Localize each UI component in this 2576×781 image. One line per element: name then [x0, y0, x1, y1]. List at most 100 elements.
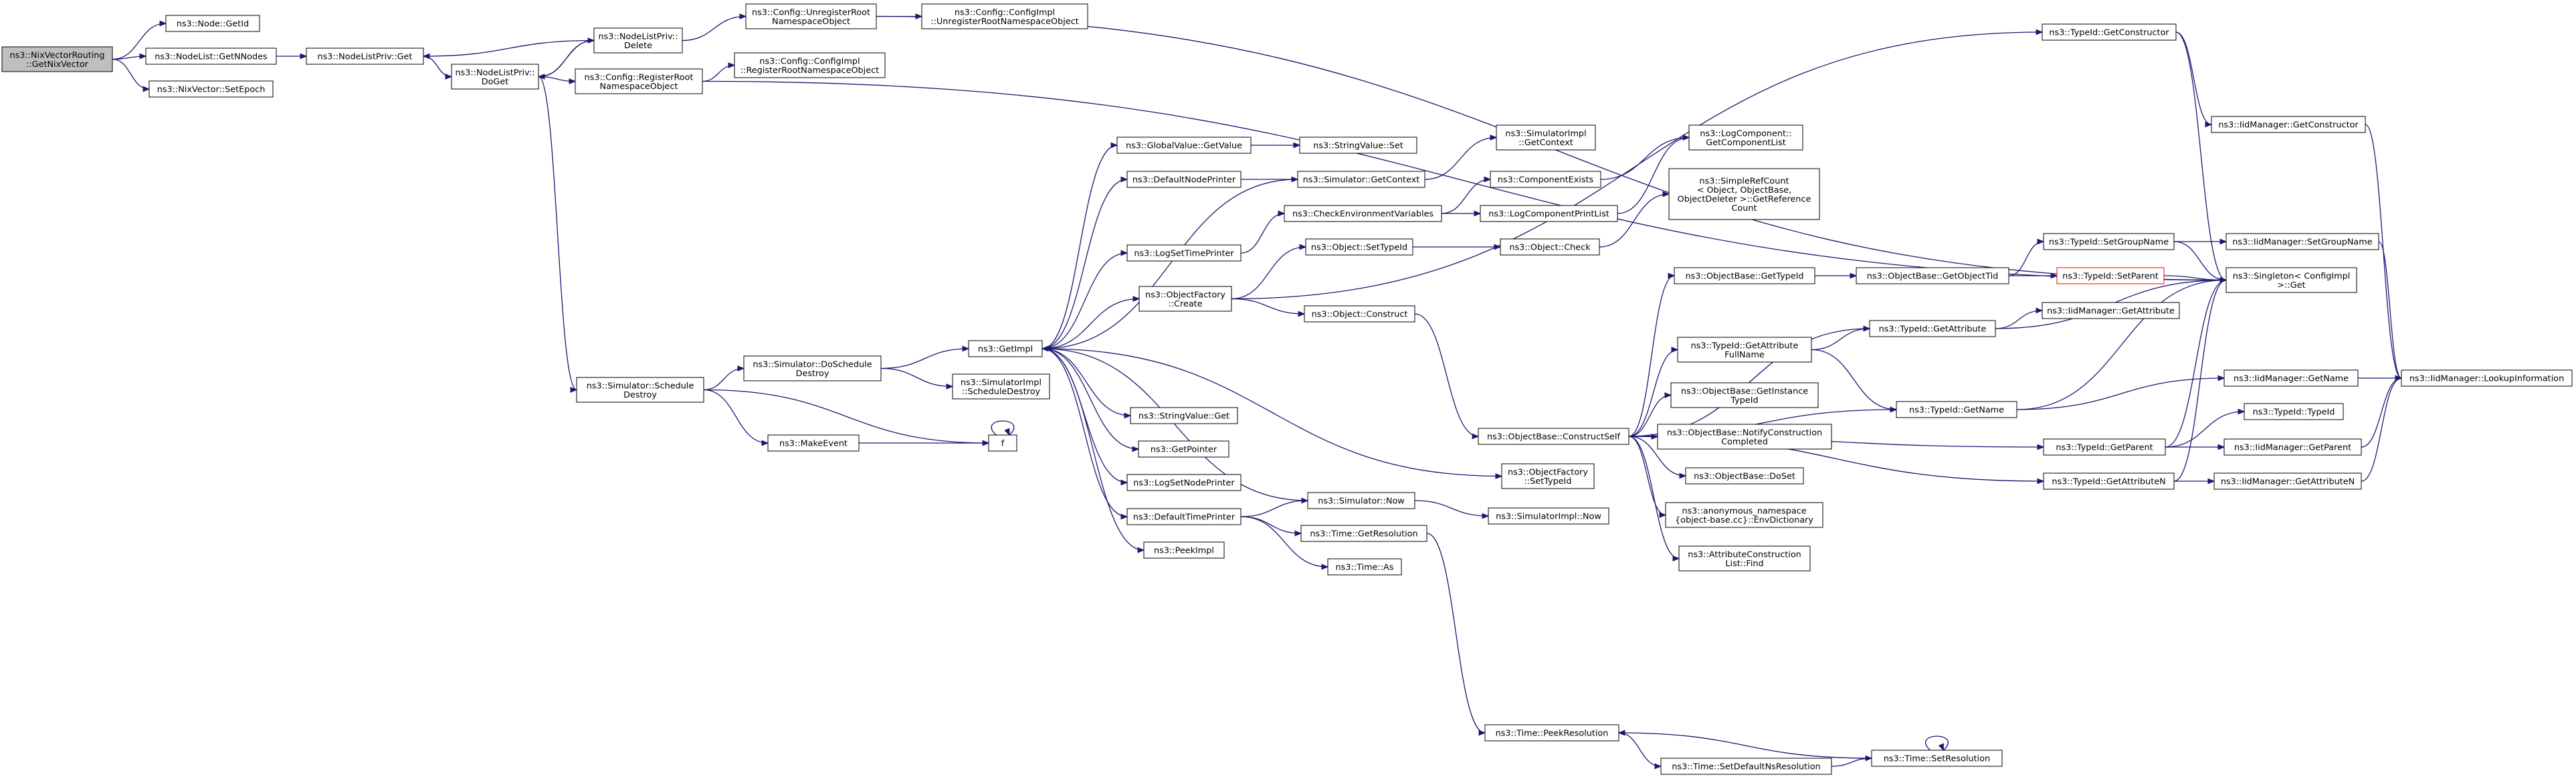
node-tidgetname[interactable]: ns3::TypeId::GetName [1896, 401, 2017, 418]
call-edge-n_getimpl-to-n_deftimeprinter [1042, 348, 1128, 520]
call-edge-n_tidgetname-to-n_iidgetname [2016, 375, 2225, 410]
call-edge-n_nlpdoget-to-n_simschedule [538, 76, 578, 393]
node-nlpdoget[interactable]: ns3::NodeListPriv::DoGet [451, 64, 539, 90]
call-edge-n_obgettypeid-to-n_obgetobjtid [1815, 272, 1858, 279]
node-logcompprint[interactable]: ns3::LogComponentPrintList [1480, 205, 1618, 222]
node-label-line: ns3::IidManager::GetAttributeN [2221, 477, 2355, 487]
node-nlpdelete[interactable]: ns3::NodeListPriv::Delete [593, 27, 683, 54]
node-label-line: ns3::ObjectFactory [1145, 290, 1225, 300]
node-cfgreg[interactable]: ns3::Config::RegisterRootNamespaceObject [575, 68, 703, 94]
node-timesetdefns[interactable]: ns3::Time::SetDefaultNsResolution [1660, 758, 1832, 775]
node-strvalueget[interactable]: ns3::StringValue::Get [1130, 407, 1238, 424]
node-label-line: ns3::LogSetNodePrinter [1133, 479, 1235, 489]
node-label-line: ::ScheduleDestroy [962, 387, 1041, 397]
node-f[interactable]: f [988, 434, 1017, 452]
node-label-line: NamespaceObject [600, 82, 678, 92]
node-obnotify[interactable]: ns3::ObjectBase::NotifyConstructionCompl… [1657, 424, 1832, 450]
node-gvgetvalue[interactable]: ns3::GlobalValue::GetValue [1116, 137, 1252, 154]
node-cfgunreg[interactable]: ns3::Config::UnregisterRootNamespaceObje… [745, 3, 877, 29]
node-label-line: ns3::SimpleRefCount [1700, 176, 1789, 186]
node-getpointer[interactable]: ns3::GetPointer [1138, 440, 1229, 458]
node-logcompget[interactable]: ns3::LogComponent::GetComponentList [1688, 124, 1803, 151]
node-getimpl[interactable]: ns3::GetImpl [968, 340, 1043, 357]
node-makeevent[interactable]: ns3::MakeEvent [767, 434, 860, 452]
node-timegetres[interactable]: ns3::Time::GetResolution [1300, 525, 1427, 542]
node-tidgetattr[interactable]: ns3::TypeId::GetAttribute [1869, 320, 1996, 337]
node-timesetres[interactable]: ns3::Time::SetResolution [1871, 750, 2003, 767]
call-edge-n_getimpl-to-n_objfactsettid [1042, 348, 1503, 479]
node-tidgetgroup[interactable]: ns3::TypeId::SetGroupName [2043, 233, 2175, 250]
node-nlpget[interactable]: ns3::NodeListPriv::Get [306, 48, 424, 65]
node-obdoset[interactable]: ns3::ObjectBase::DoSet [1685, 467, 1804, 485]
node-nixsetepoch[interactable]: ns3::NixVector::SetEpoch [148, 80, 274, 98]
node-tidgetparent[interactable]: ns3::TypeId::GetParent [2043, 438, 2166, 456]
node-tidtypeid[interactable]: ns3::TypeId::TypeId [2244, 403, 2344, 420]
node-iidlookup[interactable]: ns3::IidManager::LookupInformation [2401, 369, 2573, 387]
node-obgetobjtid[interactable]: ns3::ObjectBase::GetObjectTid [1856, 267, 2009, 284]
call-edge-n_objfactcreate-to-n_objsettypeid [1231, 244, 1307, 300]
node-obgettypeid[interactable]: ns3::ObjectBase::GetTypeId [1674, 267, 1815, 284]
call-edge-n_getimpl-to-n_gvgetvalue [1042, 142, 1118, 349]
node-label-line: ns3::NixVector::SetEpoch [157, 85, 266, 95]
call-edge-n_simnow-to-n_simimplnow [1414, 500, 1490, 519]
node-label-line: ns3::TypeId::TypeId [2253, 408, 2335, 418]
node-simschedule[interactable]: ns3::Simulator::ScheduleDestroy [576, 377, 704, 403]
node-simplerefcount[interactable]: ns3::SimpleRefCount< Object, ObjectBase,… [1668, 168, 1820, 220]
node-label-line: ns3::Object::SetTypeId [1311, 243, 1407, 253]
node-timepeekres[interactable]: ns3::Time::PeekResolution [1484, 724, 1619, 742]
node-iidgetattrn[interactable]: ns3::IidManager::GetAttributeN [2213, 472, 2362, 490]
node-label-line: ns3::ComponentExists [1498, 175, 1594, 185]
node-label-line: ns3::TypeId::GetAttribute [1879, 325, 1987, 335]
node-simnow[interactable]: ns3::Simulator::Now [1307, 492, 1415, 509]
node-compexists[interactable]: ns3::ComponentExists [1490, 171, 1601, 188]
node-iidgetconstructor[interactable]: ns3::IidManager::GetConstructor [2211, 116, 2366, 133]
node-logsettime[interactable]: ns3::LogSetTimePrinter [1126, 244, 1242, 262]
node-singleton[interactable]: ns3::Singleton< ConfigImpl >::Get [2225, 267, 2357, 293]
node-logsetnode[interactable]: ns3::LogSetNodePrinter [1126, 474, 1242, 491]
node-label-line: ns3::Config::UnregisterRoot [752, 7, 870, 17]
node-simimplnow[interactable]: ns3::SimulatorImpl::Now [1488, 507, 1609, 525]
node-tidgetattrn[interactable]: ns3::TypeId::GetAttributeN [2043, 472, 2175, 490]
node-nodelistgetn[interactable]: ns3::NodeList::GetNNodes [145, 48, 277, 65]
node-anonenv[interactable]: ns3::anonymous_namespace{object-base.cc}… [1665, 502, 1823, 528]
node-root[interactable]: ns3::NixVectorRouting::GetNixVector [1, 46, 113, 72]
node-simimplgetctx[interactable]: ns3::SimulatorImpl::GetContext [1496, 124, 1596, 151]
node-timeas[interactable]: ns3::Time::As [1327, 558, 1402, 576]
node-objcheck[interactable]: ns3::Object::Check [1500, 238, 1600, 256]
node-label-line: ns3::Simulator::GetContext [1303, 175, 1420, 185]
node-nodegetid[interactable]: ns3::Node::GetId [165, 15, 260, 32]
node-objsettypeid[interactable]: ns3::Object::SetTypeId [1305, 238, 1413, 256]
node-label-line: ns3::DefaultTimePrinter [1133, 513, 1235, 523]
node-tidgetconstructor[interactable]: ns3::TypeId::GetConstructor [2042, 23, 2177, 41]
node-label-line: ns3::TypeId::GetParent [2056, 443, 2153, 453]
node-simimplsched[interactable]: ns3::SimulatorImpl::ScheduleDestroy [952, 373, 1050, 400]
node-peekimpl[interactable]: ns3::PeekImpl [1143, 541, 1225, 559]
node-iidgetparent[interactable]: ns3::IidManager::GetParent [2223, 438, 2362, 456]
call-edge-n_objfactcreate-to-n_objconstruct [1231, 298, 1306, 317]
node-strvalueset[interactable]: ns3::StringValue::Set [1299, 137, 1417, 154]
node-iidgetattr[interactable]: ns3::IidManager::GetAttribute [2042, 302, 2180, 319]
node-cfgimplunreg[interactable]: ns3::Config::ConfigImpl::UnregisterRootN… [921, 3, 1088, 29]
node-objfactcreate[interactable]: ns3::ObjectFactory::Create [1138, 286, 1232, 312]
call-edges [112, 13, 2403, 770]
node-cfgimplreg[interactable]: ns3::Config::ConfigImpl::RegisterRootNam… [734, 52, 886, 78]
node-checkenv[interactable]: ns3::CheckEnvironmentVariables [1284, 205, 1442, 222]
node-objfactsettid[interactable]: ns3::ObjectFactory::SetTypeId [1501, 463, 1595, 489]
node-label-line: ::Create [1168, 299, 1202, 309]
node-iidgetname[interactable]: ns3::IidManager::GetName [2223, 369, 2359, 387]
node-objconstruct[interactable]: ns3::Object::Construct [1304, 305, 1415, 323]
node-obconstructself[interactable]: ns3::ObjectBase::ConstructSelf [1478, 428, 1629, 445]
node-label-line: Completed [1721, 437, 1768, 447]
node-label-line: ns3::IidManager::LookupInformation [2409, 374, 2564, 384]
node-iidsetgroup[interactable]: ns3::IidManager::SetGroupName [2225, 233, 2379, 250]
node-deftimeprinter[interactable]: ns3::DefaultTimePrinter [1126, 508, 1242, 525]
node-label-line: ns3::Simulator::DoSchedule [753, 359, 872, 369]
node-tidsetparent[interactable]: ns3::TypeId::SetParent [2056, 267, 2165, 284]
node-defnodeprinter[interactable]: ns3::DefaultNodePrinter [1126, 171, 1242, 188]
node-simgetcontext[interactable]: ns3::Simulator::GetContext [1297, 171, 1425, 188]
node-label-line: ns3::PeekImpl [1154, 546, 1214, 556]
